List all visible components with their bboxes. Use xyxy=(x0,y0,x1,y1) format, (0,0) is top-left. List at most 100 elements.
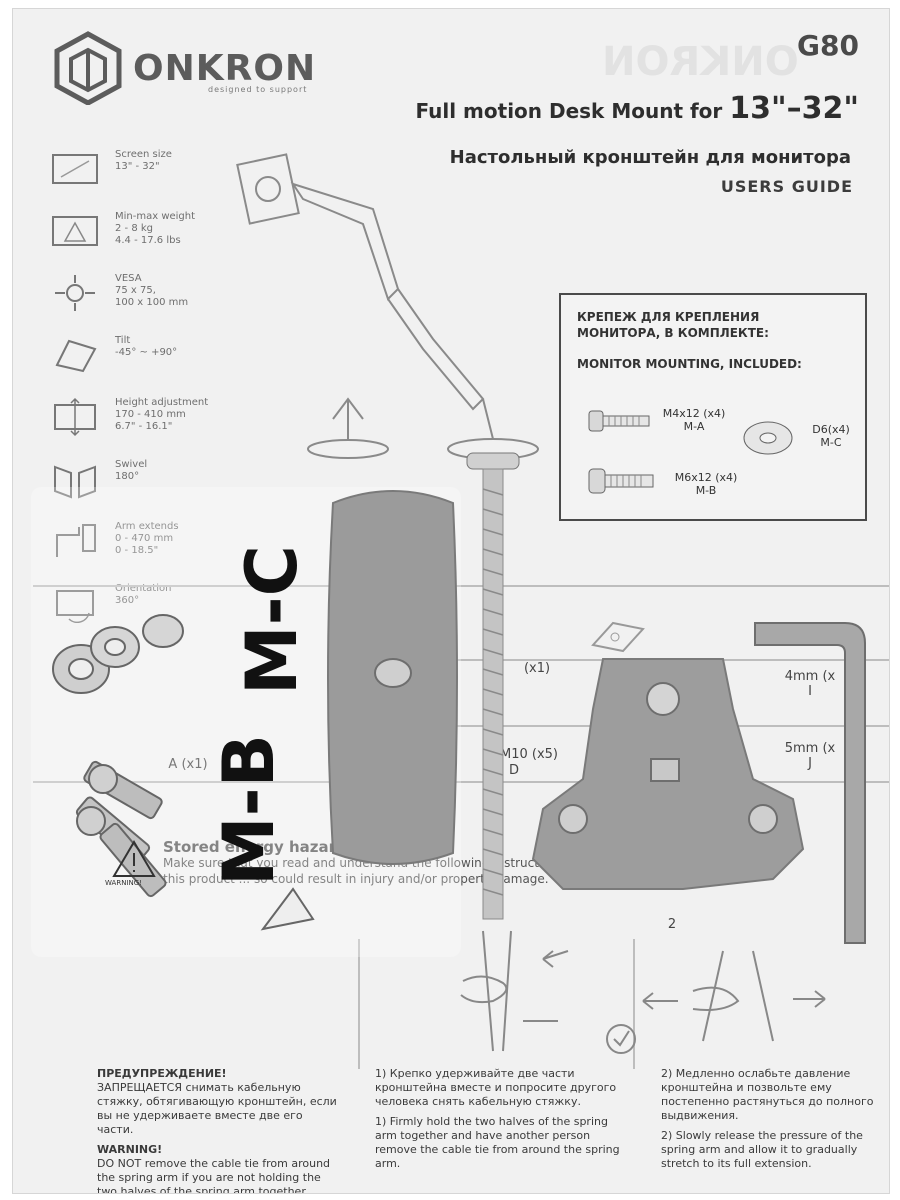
title-russian: Настольный кронштейн для монитора xyxy=(449,147,851,168)
mounting-title-ru-line2: МОНИТОРА, В КОМПЛЕКТЕ: xyxy=(577,326,769,340)
spec-value: 13" - 32" xyxy=(115,161,160,172)
mounting-item-name: D6(x4) xyxy=(812,423,850,436)
mounting-item-ma: M4x12 (x4) M-A xyxy=(659,407,729,433)
spec-value: 360° xyxy=(115,595,140,606)
hex-key-icon xyxy=(754,622,866,944)
spec-value: 75 x 75, xyxy=(115,285,156,296)
partial-label-a: A (x1) xyxy=(168,757,208,772)
spec-label: Screen size xyxy=(115,149,172,160)
spec-value: 0 - 18.5" xyxy=(115,545,159,556)
mounting-title-ru-line1: КРЕПЕЖ ДЛЯ КРЕПЛЕНИЯ xyxy=(577,310,760,324)
mounting-item-mc: D6(x4) M-C xyxy=(801,423,861,449)
spec-value: 2 - 8 kg xyxy=(115,223,154,234)
steps-divider xyxy=(633,939,635,1069)
desk-mount-arm-illustration xyxy=(236,153,539,460)
warning-triangle-icon xyxy=(112,840,156,877)
title-english-prefix: Full motion Desk Mount for xyxy=(415,99,730,123)
hex-key-5mm-label: 5mm (x J xyxy=(775,741,845,771)
screw-m6-icon xyxy=(588,468,654,494)
partial-label-d: D xyxy=(508,763,519,778)
warning-title-ru: ПРЕДУПРЕЖДЕНИЕ! xyxy=(97,1067,227,1080)
mounting-title-ru: КРЕПЕЖ ДЛЯ КРЕПЛЕНИЯ МОНИТОРА, В КОМПЛЕК… xyxy=(577,309,769,341)
spec-value: 4.4 - 17.6 lbs xyxy=(115,235,181,246)
steps-divider xyxy=(358,939,360,1069)
screw-m4-icon xyxy=(588,410,650,432)
parts-panel-border-top xyxy=(33,585,889,587)
injury-text: this product ... so could result in inju… xyxy=(163,872,549,886)
spec-label: VESA xyxy=(115,273,142,284)
bag-label-mb: M-B xyxy=(208,733,291,887)
orientation-icon xyxy=(56,590,94,623)
bracket-sketch-icon xyxy=(591,621,645,653)
mounting-item-mb: M6x12 (x4) M-B xyxy=(671,471,741,497)
step2-text-ru: 2) Медленно ослабьте давление кронштейна… xyxy=(661,1067,874,1122)
threaded-rod xyxy=(466,452,520,920)
spec-value: 170 - 410 mm xyxy=(115,409,186,420)
spec-value: 6.7" - 16.1" xyxy=(115,421,173,432)
bag-label-mc: M-C xyxy=(231,544,314,696)
partial-label-x1: (x1) xyxy=(523,661,551,676)
tool-name: 5mm (x xyxy=(784,741,836,756)
swivel-icon xyxy=(54,465,96,499)
step1-column: 1) Крепко удерживайте две части кронштей… xyxy=(375,1067,625,1177)
spec-label: Orientation xyxy=(115,583,172,594)
spec-value: -45° ~ +90° xyxy=(115,347,178,358)
step1-text-en: 1) Firmly hold the two halves of the spr… xyxy=(375,1115,620,1170)
onkron-cube-icon xyxy=(54,31,122,105)
step2-column: 2) Медленно ослабьте давление кронштейна… xyxy=(661,1067,875,1177)
screen-size-icon xyxy=(52,154,98,184)
warning-triangle-caption: WARNING! xyxy=(105,879,142,887)
manual-sheet: ONKRON designed to support ONKRON G80 Fu… xyxy=(12,8,890,1194)
hex-key-4mm-label: 4mm (x I xyxy=(775,669,845,699)
tool-name: 4mm (x xyxy=(784,669,836,684)
spec-value: 0 - 470 mm xyxy=(115,533,174,544)
spec-label: Arm extends xyxy=(115,521,179,532)
spec-value: 100 x 100 mm xyxy=(115,297,189,308)
tilt-icon xyxy=(55,339,97,373)
title-english-size: 13"–32" xyxy=(729,91,859,126)
mounting-title-en: MONITOR MOUNTING, INCLUDED: xyxy=(577,357,802,371)
mounting-item-name: M6x12 (x4) xyxy=(674,471,738,484)
brand-name: ONKRON xyxy=(133,47,317,89)
clamp-base-plate xyxy=(327,490,458,865)
spec-value: 180° xyxy=(115,471,140,482)
partial-label-m10: M10 (x5) xyxy=(500,747,558,762)
model-number: G80 xyxy=(797,29,859,62)
weight-icon xyxy=(52,216,98,246)
monitor-mounting-box: КРЕПЕЖ ДЛЯ КРЕПЛЕНИЯ МОНИТОРА, В КОМПЛЕК… xyxy=(559,293,867,521)
arm-extend-icon xyxy=(56,524,96,557)
spec-label: Min-max weight xyxy=(115,211,196,222)
vesa-icon xyxy=(55,275,95,311)
warning-text-ru: ЗАПРЕЩАЕТСЯ снимать кабельную стяжку, об… xyxy=(97,1081,337,1136)
step-number-2: 2 xyxy=(667,917,677,932)
mounting-item-code: M-C xyxy=(820,436,842,449)
step2-text-en: 2) Slowly release the pressure of the sp… xyxy=(661,1129,863,1170)
mounting-item-code: M-A xyxy=(683,420,705,433)
mounting-item-code: M-B xyxy=(695,484,717,497)
users-guide-label: USERS GUIDE xyxy=(720,177,853,196)
warning-title-en: WARNING! xyxy=(97,1143,163,1156)
mounting-item-name: M4x12 (x4) xyxy=(662,407,726,420)
parts-panel-divider xyxy=(33,781,889,783)
warning-text-en: DO NOT remove the cable tie from around … xyxy=(97,1157,331,1194)
tool-code: J xyxy=(808,756,812,771)
vesa-adapter-plate xyxy=(531,658,805,890)
title-english: Full motion Desk Mount for 13"–32" xyxy=(415,91,859,126)
brand-logo: ONKRON xyxy=(53,31,316,105)
spec-item: Tilt-45° ~ +90° xyxy=(49,335,249,397)
height-adjust-icon xyxy=(54,397,96,437)
hands-step-illustration xyxy=(460,930,826,1054)
stored-energy-hazard: Stored energy hazard xyxy=(163,838,347,856)
step1-text-ru: 1) Крепко удерживайте две части кронштей… xyxy=(375,1067,617,1108)
brand-tagline: designed to support xyxy=(208,85,308,94)
tool-code: I xyxy=(808,684,812,699)
washer-icon xyxy=(743,421,793,455)
